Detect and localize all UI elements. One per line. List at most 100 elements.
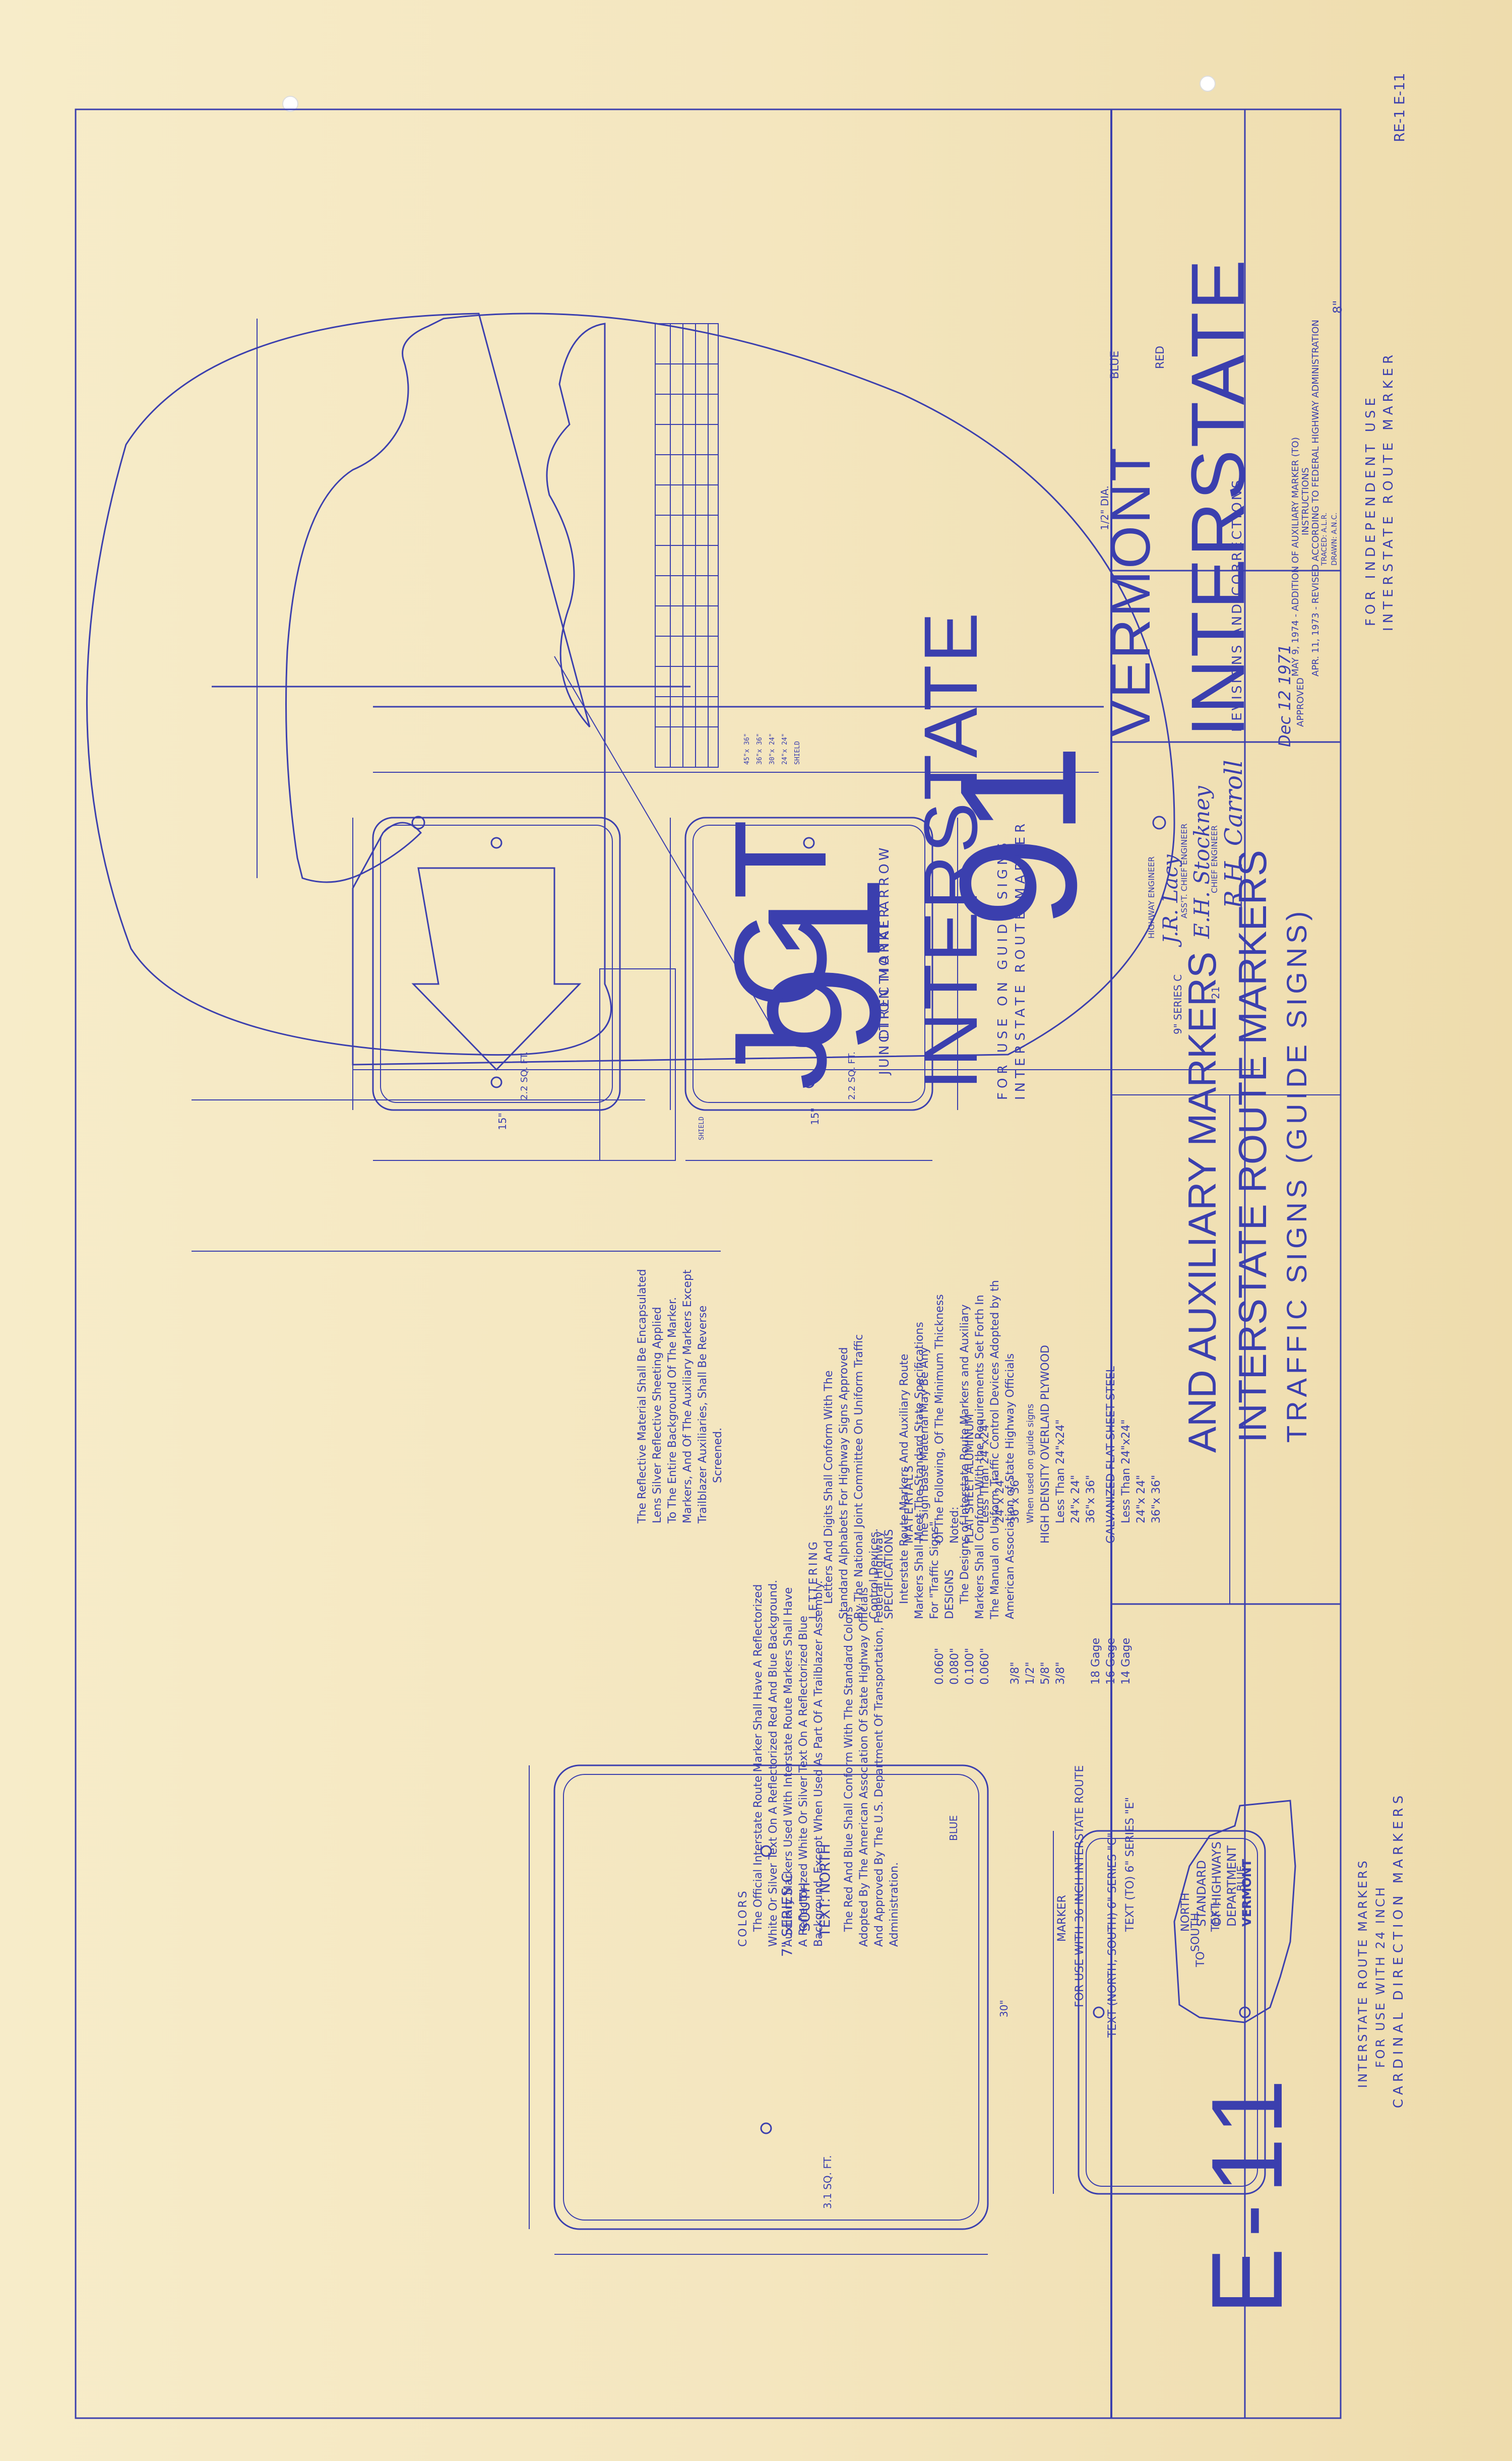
shield-table-row-1: 24"x 24" <box>781 733 789 765</box>
materials-line: HIGH DENSITY OVERLAID PLYWOOD <box>1039 1344 1052 1544</box>
cardinal-title-3: INTERSTATE ROUTE MARKERS <box>1356 1859 1370 2088</box>
revision-line: MAY 9, 1974 - ADDITION OF AUXILIARY MARK… <box>1290 437 1301 676</box>
cardinal-title-1: CARDINAL DIRECTION MARKERS <box>1391 1791 1406 2108</box>
arrow-total: 15" <box>496 1113 509 1130</box>
spec-line: For "Traffic Signs". <box>928 1517 941 1619</box>
materials-line: When used on guide signs <box>1025 1403 1036 1523</box>
traced-label: TRACED: A.L.R. <box>1320 512 1329 566</box>
sheet-number: E-11 <box>1191 2069 1303 2315</box>
shield-hole-label: 1/2" DIA. <box>1099 485 1111 530</box>
spec-line: Markers Shall Meet The Standard State Sp… <box>913 1322 926 1619</box>
mv: 16 Gage <box>1105 1637 1117 1685</box>
materials-line: 24"x 24" <box>1069 1474 1082 1523</box>
cardinal-small-caption-2: TEXT (NORTH, SOUTH) 6" SERIES "C" <box>1106 1832 1119 2038</box>
colors-line: Adopted By The American Association Of S… <box>858 1587 870 1947</box>
mv: 1/2" <box>1024 1662 1037 1685</box>
reflective-notes: The Reflective Material Shall Be Encapsu… <box>635 1070 726 1523</box>
cardinal-small-marker <box>1053 1830 1266 2195</box>
cardinal-large-caption-1: FOR USE WITH 36 INCH INTERSTATE ROUTE <box>1074 1765 1086 2007</box>
reflective-line: Trailblazer Auxiliaries, Shall Be Revers… <box>697 1305 709 1523</box>
shield-dim-top: 8" <box>1331 300 1345 314</box>
cardinal-large-text-1: TEXT: NORTH <box>816 1843 833 1937</box>
shield-table-row-3: 36"x 36" <box>756 733 764 765</box>
shield-table-row-4: 45"x 36" <box>743 733 751 765</box>
revision-line: APR. 11, 1973 - REVISED ACCORDING TO FED… <box>1310 320 1321 676</box>
signature-role-3: HIGHWAY ENGINEER <box>1147 856 1156 939</box>
mv: 5/8" <box>1039 1662 1052 1685</box>
drawn-label: DRAWN: A.N.C. <box>1331 512 1339 566</box>
colors-line: Auxiliary Markers Used With Interstate R… <box>782 1587 795 1947</box>
materials-line: Less Than 24"x24" <box>1054 1419 1067 1523</box>
materials-line: 36"x 36" <box>1150 1474 1163 1523</box>
colors-line: The Official Interstate Route Marker Sha… <box>752 1584 765 1932</box>
colors-line: The Red And Blue Shall Conform With The … <box>843 1607 855 1932</box>
vermont-outline-logo <box>1173 1800 1296 2023</box>
cardinal-large-marker <box>529 1764 989 2255</box>
td: 30"x 24" <box>769 733 776 765</box>
materials-line: 36"x 36" <box>1085 1474 1097 1523</box>
materials-line: GALVANIZED FLAT SHEET STEEL <box>1105 1366 1117 1544</box>
reflective-line: To The Entire Background Of The Marker. <box>666 1297 679 1523</box>
mv: 14 Gage <box>1120 1637 1132 1685</box>
colors-line: And Approved By The U.S. Department Of T… <box>873 1531 886 1947</box>
dimension-table-shield <box>655 323 719 768</box>
cardinal-title-2: FOR USE WITH 24 INCH <box>1373 1885 1388 2068</box>
route-marker-title-2: FOR INDEPENDENT USE <box>1363 394 1378 626</box>
cardinal-large-text-3: 7" SERIES C <box>779 1873 795 1957</box>
td: 24"x 24" <box>781 733 789 765</box>
shield-radius-line <box>554 656 777 1035</box>
shield-table-row-2: 30"x 24" <box>769 733 776 765</box>
signature-2: E.H. Stockney <box>1189 786 1214 939</box>
route-marker-title-1: INTERSTATE ROUTE MARKER <box>1381 350 1396 631</box>
reflective-line: Markers, And Of The Auxiliary Markers Ex… <box>681 1269 694 1523</box>
corner-stamp: RE-1 E-11 <box>1391 73 1408 142</box>
mv: 18 Gage <box>1090 1637 1102 1685</box>
td: 36"x 36" <box>756 733 764 765</box>
td: 45"x 36" <box>743 733 751 765</box>
colors-line: Administration. <box>888 1862 901 1947</box>
cardinal-small-caption-1: TEXT (TO) 6" SERIES "E" <box>1124 1797 1137 1932</box>
signature-3: J.R. Lacy <box>1159 854 1182 944</box>
cardinal-large-w: 30" <box>998 2000 1010 2017</box>
arrow-shape <box>411 867 582 1071</box>
cardinal-large-text-2: SOUTH <box>796 1882 813 1932</box>
design-line: American Association of State Highway Of… <box>1004 1353 1017 1619</box>
agency-4: STANDARD <box>1194 1860 1209 1927</box>
cardinal-large-color: BLUE <box>948 1815 960 1841</box>
dimension-table-guide <box>599 968 676 1161</box>
agency-3: OF HIGHWAYS <box>1210 1841 1224 1927</box>
cardinal-large-sqft: 3.1 SQ. FT. <box>822 2155 834 2209</box>
colors-title: COLORS <box>737 1889 749 1947</box>
reflective-line: Lens Silver Reflective Sheeting Applied <box>651 1307 664 1523</box>
agency-2: DEPARTMENT <box>1225 1845 1239 1927</box>
reflective-line: Screened. <box>712 1427 724 1483</box>
shield-table-header: SHIELD <box>794 741 801 765</box>
design-line: Markers Shall Conform With the Requireme… <box>974 1295 986 1619</box>
approved-date: Dec 12 1971 <box>1275 644 1294 747</box>
shield-color-red: RED <box>1154 345 1167 369</box>
th-shield: SHIELD <box>794 741 801 765</box>
shield-hole-top <box>411 816 425 830</box>
design-title: DESIGNS <box>943 1569 956 1619</box>
shield-word: INTERSTATE <box>1175 257 1260 737</box>
shield-guide <box>86 313 721 1252</box>
approved-label: APPROVED <box>1295 678 1306 727</box>
punch-hole-top-right <box>1200 76 1216 92</box>
materials-line: Less Than 24"x24" <box>1120 1419 1132 1523</box>
mv: 3/8" <box>1054 1662 1067 1685</box>
reflective-line: The Reflective Material Shall Be Encapsu… <box>636 1269 649 1523</box>
revisions-title: REVISIONS AND CORRECTIONS <box>1230 478 1245 732</box>
arrow-sqft: 2.2 SQ. FT. <box>519 1051 530 1100</box>
junction-marker <box>670 817 958 1161</box>
main-title-1: TRAFFIC SIGNS (GUIDE SIGNS) <box>1281 907 1312 1443</box>
agency-1: VERMONT <box>1240 1859 1254 1927</box>
shield-color-blue: BLUE <box>1109 350 1121 379</box>
shield-outline <box>285 313 1175 1066</box>
main-title-2: INTERSTATE ROUTE MARKERS <box>1230 850 1275 1443</box>
revision-line: INSTRUCTIONS <box>1300 467 1311 535</box>
colors-line: A Reflectorized White Or Silver Text On … <box>797 1616 810 1947</box>
cardinal-large-caption-2: MARKER <box>1056 1895 1068 1942</box>
